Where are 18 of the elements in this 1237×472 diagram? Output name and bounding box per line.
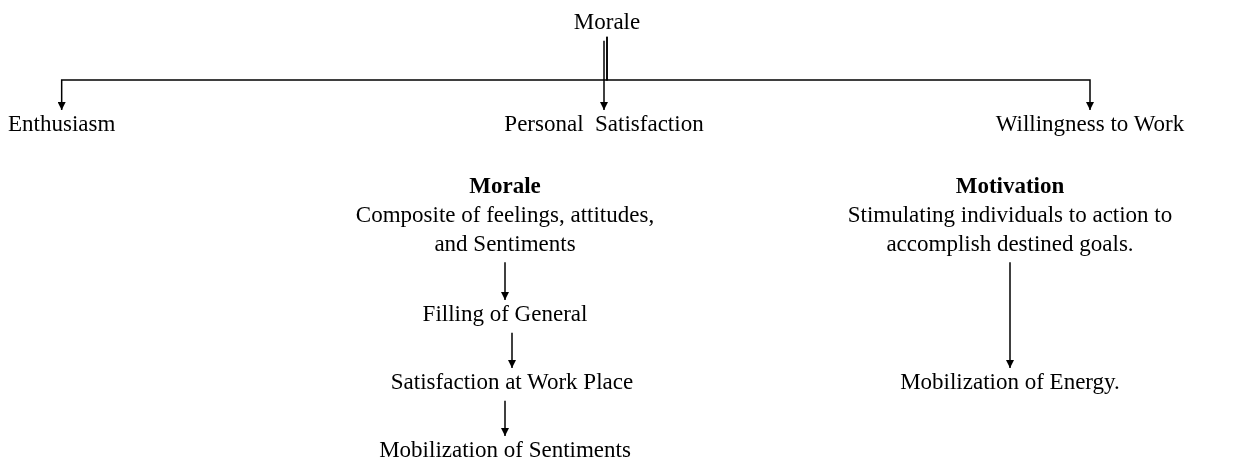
node-text: Mobilization of Sentiments [379, 436, 631, 464]
arrow [600, 40, 608, 111]
node-text: Enthusiasm [8, 110, 116, 138]
node-text: Personal Satisfaction [504, 110, 704, 138]
node-text: Stimulating individuals to action to accomplish destined goals. [846, 200, 1174, 258]
arrow [501, 261, 509, 301]
node-text: Willingness to Work [995, 110, 1185, 138]
node-text: Mobilization of Energy. [900, 368, 1120, 396]
node-text: Filling of General [422, 300, 588, 328]
arrow [501, 400, 509, 437]
arrow [606, 36, 1094, 111]
heading-text: Morale [468, 172, 542, 200]
node-text: Morale [573, 8, 641, 36]
heading-text: Motivation [954, 172, 1066, 200]
arrow [508, 332, 516, 369]
node-text: Satisfaction at Work Place [390, 368, 634, 396]
node-text: Composite of feelings, attitudes, and Sentiments [355, 200, 655, 258]
arrow [1006, 261, 1014, 369]
